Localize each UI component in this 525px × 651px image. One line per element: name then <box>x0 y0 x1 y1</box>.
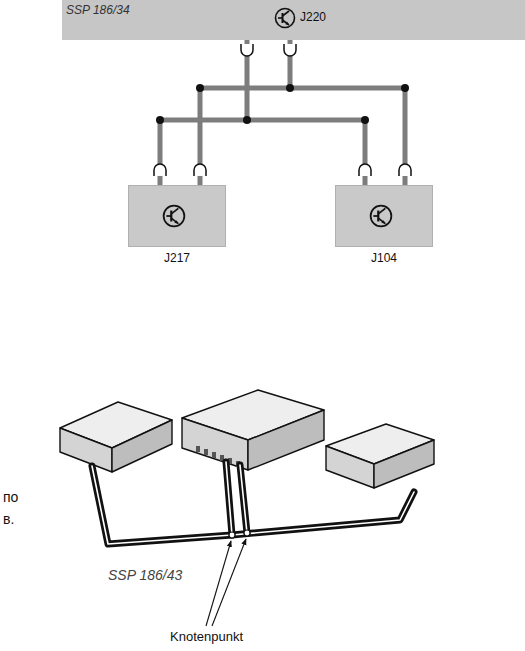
plug-cup <box>154 44 411 176</box>
unit-side <box>248 410 324 470</box>
bus-junction <box>196 84 204 92</box>
cable <box>92 466 414 544</box>
cable-gap <box>226 462 232 535</box>
bus-junction <box>286 84 294 92</box>
unit-name: J220 <box>300 10 525 24</box>
figure-reference: SSP 186/34 <box>66 4 130 17</box>
cut-off-text: в. <box>3 512 14 527</box>
unit-side <box>374 440 434 488</box>
plug-cup <box>154 164 166 176</box>
plug-cup <box>194 164 206 176</box>
pin <box>204 449 208 455</box>
plug-cup <box>399 164 411 176</box>
cable-gap <box>240 465 247 533</box>
bus-wire <box>247 118 365 123</box>
bus-junction <box>361 116 369 124</box>
pin <box>212 452 216 458</box>
cable <box>226 462 232 535</box>
plug-cup <box>284 44 296 56</box>
junction-point <box>244 530 250 536</box>
transistor-symbol <box>164 206 185 227</box>
callout-text: Knotenpunkt <box>170 630 243 644</box>
leader-line <box>206 541 231 626</box>
unit-name: J104 <box>336 251 432 265</box>
cable <box>240 465 247 533</box>
transistor-symbol <box>371 206 392 227</box>
control-unit-illustration <box>60 390 434 488</box>
bus-junction <box>156 116 164 124</box>
figure-reference: SSP 186/43 <box>108 568 182 583</box>
bus-junction <box>243 116 251 124</box>
bus-junction <box>156 84 409 124</box>
unit-side <box>112 420 172 472</box>
control-unit-box: J217 <box>128 185 226 247</box>
control-unit-box: J104 <box>335 185 433 247</box>
unit-name: J217 <box>129 251 225 265</box>
bus-wire <box>160 40 247 185</box>
cut-off-text: по <box>3 490 18 505</box>
junction-point <box>229 532 235 538</box>
connector-pins <box>196 446 240 467</box>
bus-wire <box>200 88 365 185</box>
cable-gap <box>92 466 414 544</box>
plug-cup <box>241 44 253 56</box>
leader-line <box>212 539 246 626</box>
pin <box>196 446 200 452</box>
bus-junction <box>401 84 409 92</box>
leader-line <box>206 539 246 626</box>
junction-point <box>229 530 250 538</box>
transistor-symbol <box>276 9 295 28</box>
unit-side <box>326 446 374 488</box>
bus-wire <box>290 40 405 185</box>
cable-pair <box>92 462 414 544</box>
unit-side <box>60 428 112 472</box>
plug-cup <box>359 164 371 176</box>
